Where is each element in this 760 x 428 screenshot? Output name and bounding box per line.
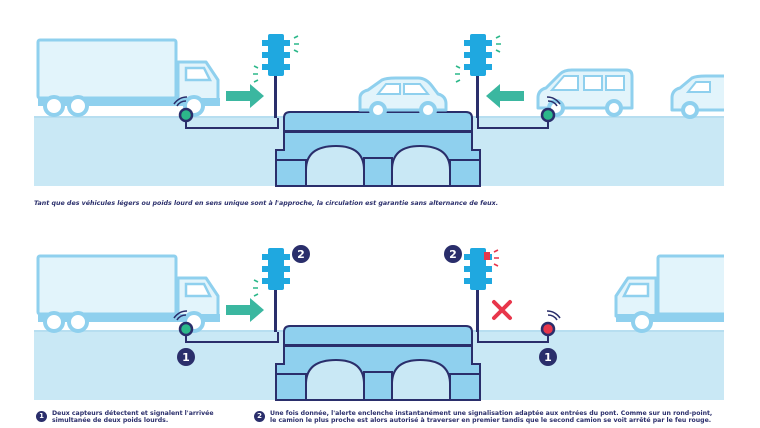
car-icon: [358, 76, 448, 119]
truck-icon: [614, 254, 724, 333]
legend-line: simultanée de deux poids lourds.: [52, 417, 169, 424]
legend-number: 1: [36, 411, 47, 422]
legend-line: le camion le plus proche est alors autor…: [270, 417, 712, 424]
red-signal-icon: [493, 249, 499, 267]
car-icon: [670, 74, 724, 119]
panel-alternating-traffic: 1 1 2 2: [34, 245, 724, 401]
legend-text: Une fois donnée, l'alerte enclenche inst…: [270, 410, 734, 424]
badge-1-left: 1: [177, 348, 195, 366]
svg-text:2: 2: [449, 248, 457, 261]
traffic-light-icon: [464, 34, 492, 118]
svg-text:2: 2: [297, 248, 305, 261]
badge-2-left: 2: [292, 245, 310, 263]
bridge: [275, 325, 481, 401]
sensor-icon: [540, 96, 561, 123]
badge-1-right: 1: [539, 348, 557, 366]
svg-text:1: 1: [544, 351, 552, 364]
legend-line: Deux capteurs détectent et signalent l'a…: [52, 410, 214, 417]
red-light-icon: [484, 252, 490, 260]
sensor-icon: [173, 310, 194, 337]
traffic-light-icon: [262, 248, 290, 332]
truck-icon: [36, 254, 222, 333]
legend-number: 2: [254, 411, 265, 422]
green-signal-icon: [253, 279, 259, 297]
sensor-icon: [173, 96, 194, 123]
green-signal-icon: [253, 35, 501, 83]
svg-text:1: 1: [182, 351, 190, 364]
van-icon: [536, 68, 634, 117]
sensor-icon: [540, 310, 561, 337]
diagram-caption: Tant que des véhicules légers ou poids l…: [34, 200, 499, 207]
arrow-right-icon: [226, 298, 264, 322]
legend-line: Une fois donnée, l'alerte enclenche inst…: [270, 410, 713, 417]
cross-icon: [492, 300, 512, 320]
arrow-right-icon: [226, 84, 264, 108]
bridge: [275, 111, 481, 187]
truck-icon: [36, 38, 222, 117]
badge-2-right: 2: [444, 245, 462, 263]
traffic-light-icon: [464, 248, 492, 332]
legend-text: Deux capteurs détectent et signalent l'a…: [52, 410, 232, 424]
traffic-light-icon: [262, 34, 290, 118]
arrow-left-icon: [486, 84, 524, 108]
legend-item-1: 1 Deux capteurs détectent et signalent l…: [36, 410, 236, 428]
panel-normal-traffic: [34, 34, 724, 187]
legend-item-2: 2 Une fois donnée, l'alerte enclenche in…: [254, 410, 734, 428]
